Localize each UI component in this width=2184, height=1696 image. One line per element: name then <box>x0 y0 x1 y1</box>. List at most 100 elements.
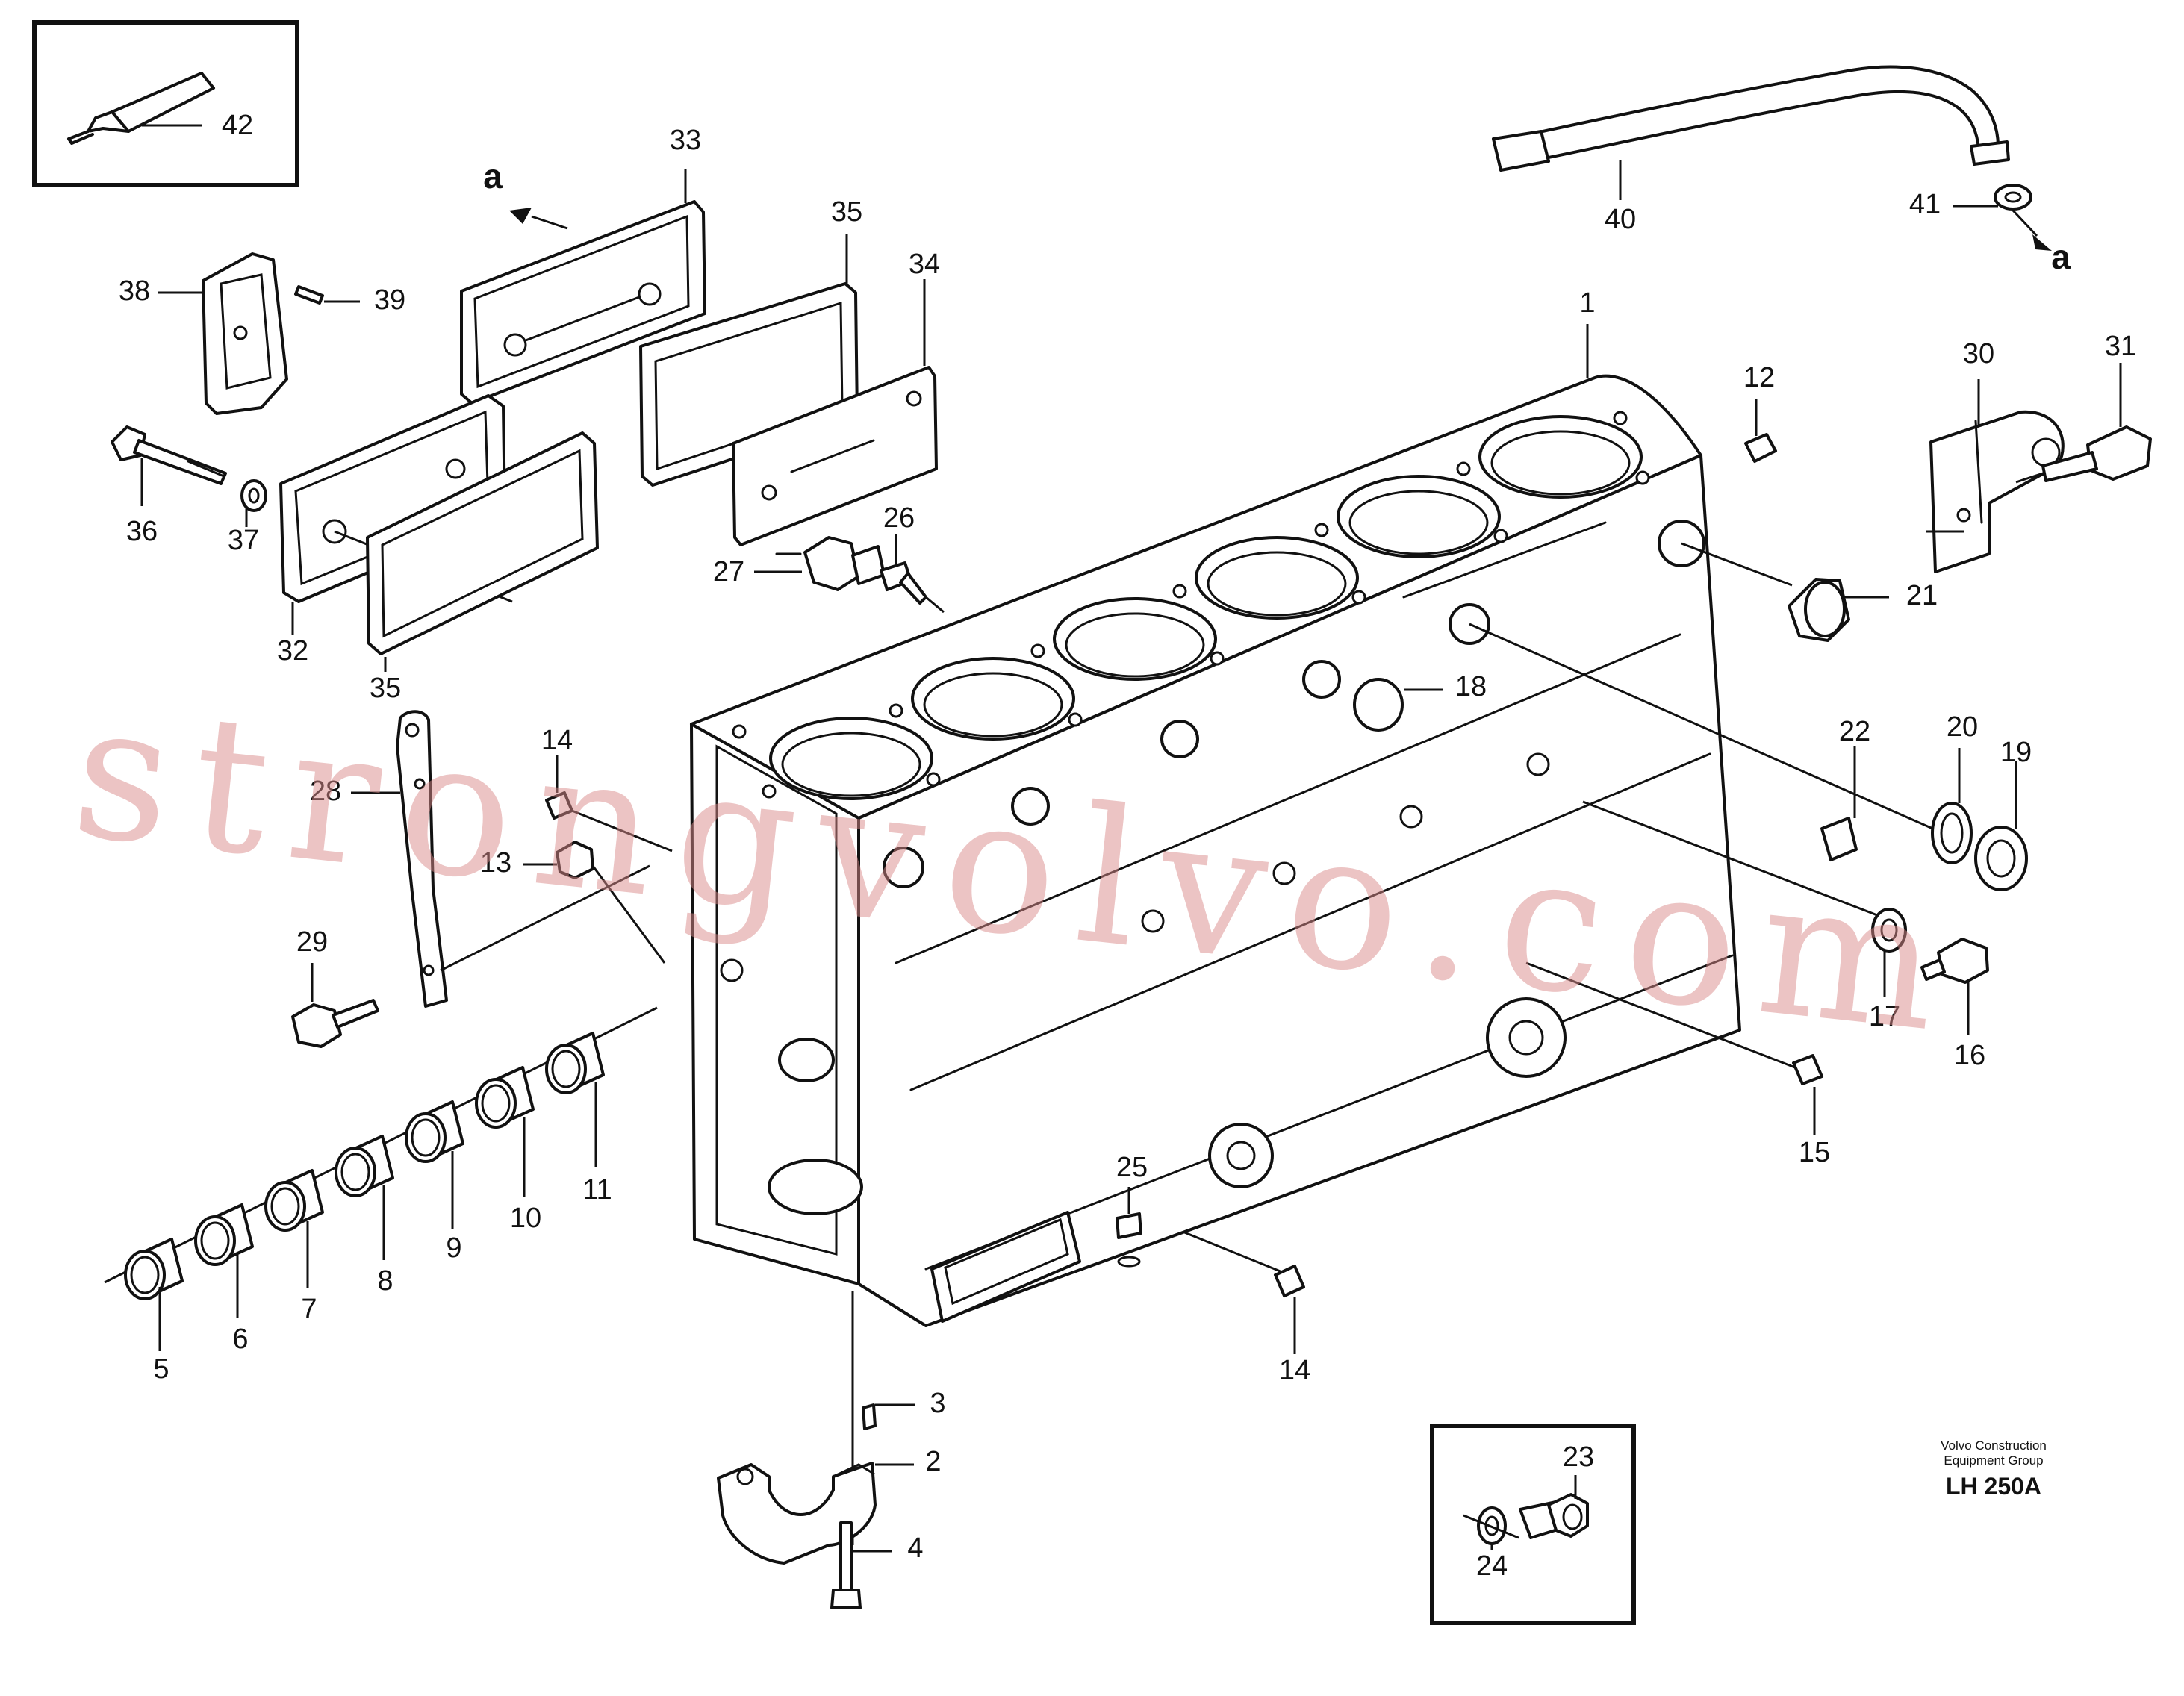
callout-14-upper: 14 <box>541 725 573 756</box>
callout-37: 37 <box>228 525 259 556</box>
callout-15: 15 <box>1799 1137 1830 1168</box>
callout-34: 34 <box>909 249 940 280</box>
callout-32: 32 <box>277 635 308 667</box>
callout-17: 17 <box>1869 1001 1900 1032</box>
dowel-pin-3 <box>862 1403 877 1430</box>
callout-42: 42 <box>222 110 253 141</box>
callout-35-lower: 35 <box>370 673 401 704</box>
bolt-36 <box>111 425 227 485</box>
drain-plug-inset: 23 24 <box>1430 1424 1636 1625</box>
sealant-tube-icon <box>67 72 215 145</box>
washer-37 <box>240 479 267 512</box>
drain-plug-23 <box>1519 1493 1589 1539</box>
callout-3: 3 <box>930 1388 945 1419</box>
plug-12 <box>1744 433 1777 463</box>
plug-18 <box>1353 678 1404 732</box>
bearing-5 <box>124 1238 184 1300</box>
bolt-29 <box>291 999 379 1048</box>
callout-2: 2 <box>925 1446 941 1477</box>
plug-25 <box>1116 1212 1142 1268</box>
callout-40: 40 <box>1605 204 1636 235</box>
callout-25: 25 <box>1116 1152 1148 1183</box>
small-cover-38 <box>202 252 288 415</box>
callout-1: 1 <box>1579 287 1595 319</box>
bearing-10 <box>475 1066 535 1129</box>
plug-16 <box>1920 938 1989 984</box>
callout-14-lower: 14 <box>1279 1355 1310 1386</box>
callout-20: 20 <box>1947 711 1978 743</box>
publisher-name-line2: Equipment Group <box>1944 1453 2043 1468</box>
callout-29: 29 <box>296 926 328 958</box>
sealing-ring-20 <box>1931 802 1973 864</box>
plug-15 <box>1792 1054 1823 1085</box>
plug-13 <box>556 841 594 879</box>
oil-pipe-40 <box>1492 65 2010 172</box>
sealant-inset-frame <box>32 20 299 187</box>
deck-holes <box>732 411 1650 799</box>
callout-23: 23 <box>1563 1441 1594 1473</box>
callout-18: 18 <box>1455 671 1487 702</box>
callout-16: 16 <box>1954 1040 1985 1071</box>
inspection-cover-33 <box>460 200 706 405</box>
callout-30: 30 <box>1963 338 1994 370</box>
callout-7: 7 <box>301 1294 317 1325</box>
callout-6: 6 <box>232 1324 248 1355</box>
callout-39: 39 <box>374 284 405 316</box>
publisher-name-line1: Volvo Construction <box>1941 1438 2047 1453</box>
callout-12: 12 <box>1743 362 1775 393</box>
callout-41: 41 <box>1909 189 1941 220</box>
drawing-code: LH 250A <box>1946 1473 2041 1500</box>
bearing-7 <box>264 1169 324 1232</box>
callout-22: 22 <box>1839 716 1870 747</box>
callout-28: 28 <box>310 776 341 807</box>
dowel-pin-22 <box>1820 817 1858 861</box>
publisher-block: Volvo Construction Equipment Group LH 25… <box>1941 1438 2047 1500</box>
callout-13: 13 <box>480 847 511 879</box>
bearing-9 <box>405 1100 464 1163</box>
callout-38: 38 <box>119 275 150 307</box>
bolt-4 <box>830 1521 862 1609</box>
arrow-a-right <box>2032 234 2052 251</box>
bracket-30 <box>1929 410 2065 573</box>
callout-11: 11 <box>582 1174 612 1206</box>
drain-plug-inset-frame <box>1430 1424 1636 1625</box>
callout-5: 5 <box>153 1353 169 1385</box>
callout-35-upper: 35 <box>831 196 862 228</box>
plug-14-lower <box>1274 1265 1305 1297</box>
engine-block-1 <box>690 374 1741 1327</box>
plug-19 <box>1974 826 2028 891</box>
callout-27: 27 <box>713 556 744 587</box>
bearing-11 <box>545 1032 605 1094</box>
bracket-28 <box>396 710 448 1008</box>
union-26 <box>880 561 927 605</box>
callout-36: 36 <box>126 516 158 547</box>
washer-17 <box>1871 908 1907 953</box>
gasket-35-lower <box>366 431 599 655</box>
callout-4: 4 <box>907 1533 923 1564</box>
callout-24: 24 <box>1476 1550 1508 1582</box>
sensor-27 <box>775 536 886 591</box>
screw-39 <box>294 285 324 305</box>
bearing-bushes <box>124 1032 605 1300</box>
plug-21 <box>1788 578 1850 642</box>
callout-10: 10 <box>510 1203 541 1234</box>
callout-19: 19 <box>2000 737 2032 768</box>
bearing-8 <box>335 1135 394 1197</box>
callout-9: 9 <box>446 1232 461 1264</box>
bolt-31 <box>2041 425 2152 482</box>
callout-26: 26 <box>883 502 915 534</box>
callout-33: 33 <box>670 125 701 156</box>
callout-31: 31 <box>2105 331 2136 362</box>
callout-21: 21 <box>1906 580 1938 611</box>
sealant-inset: 42 <box>32 20 299 187</box>
reference-a-right: a <box>2051 237 2071 276</box>
arrow-a-top <box>509 208 532 224</box>
bearing-6 <box>194 1203 254 1266</box>
main-bearing-cap-2 <box>717 1462 877 1565</box>
callout-8: 8 <box>377 1265 393 1297</box>
reference-a-top: a <box>483 157 503 196</box>
cover-plate-34 <box>732 366 938 546</box>
washer-41 <box>1994 184 2032 211</box>
